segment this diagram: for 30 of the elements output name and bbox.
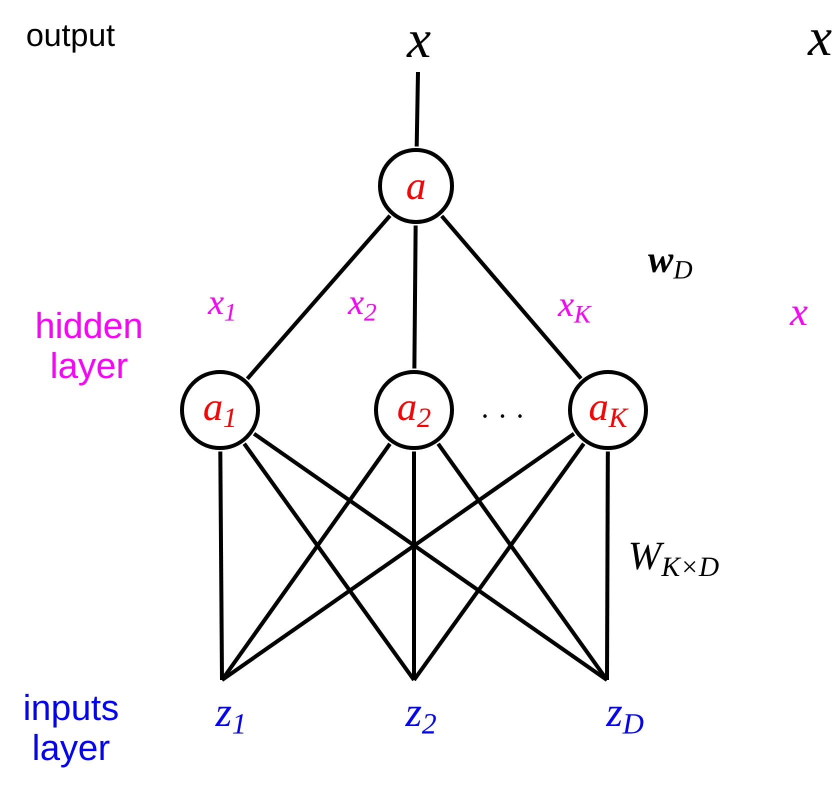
neuron-label: a$_{1}$ (203, 387, 237, 433)
connector-line (242, 442, 416, 682)
input-variable: z$_{2}$ (405, 692, 437, 740)
connector-line (436, 442, 609, 682)
connector-line (440, 214, 582, 380)
layer-label: inputs layer (22, 688, 120, 768)
input-variable: z$_{1}$ (215, 692, 247, 740)
connector-line (412, 225, 418, 369)
variable-label: x (808, 8, 832, 68)
variable-label: x (790, 290, 808, 334)
connector-line (246, 214, 392, 380)
connector-line (414, 72, 420, 147)
neuron-label: a$_{K}$ (588, 387, 628, 433)
weight-matrix-label: W$_{K×D}$ (628, 534, 720, 584)
weight-label: w$_{D}$ (648, 240, 693, 285)
connector-line (220, 432, 576, 682)
neuron-circle (180, 370, 260, 450)
connector-line (412, 442, 586, 682)
input-variable: z$_{D}$ (606, 692, 644, 740)
connector-line (605, 452, 610, 680)
connector-line (220, 442, 392, 682)
layer-label: hidden layer (34, 306, 144, 386)
neuron-label: a (406, 166, 426, 206)
neuron-circle (568, 370, 648, 450)
connector-line (252, 432, 608, 682)
layer-label: output (26, 18, 115, 54)
output-variable: x (407, 12, 431, 66)
connector-line (218, 451, 224, 680)
neuron-label: a$_{2}$ (397, 387, 431, 433)
ellipsis: · · · (480, 400, 525, 433)
